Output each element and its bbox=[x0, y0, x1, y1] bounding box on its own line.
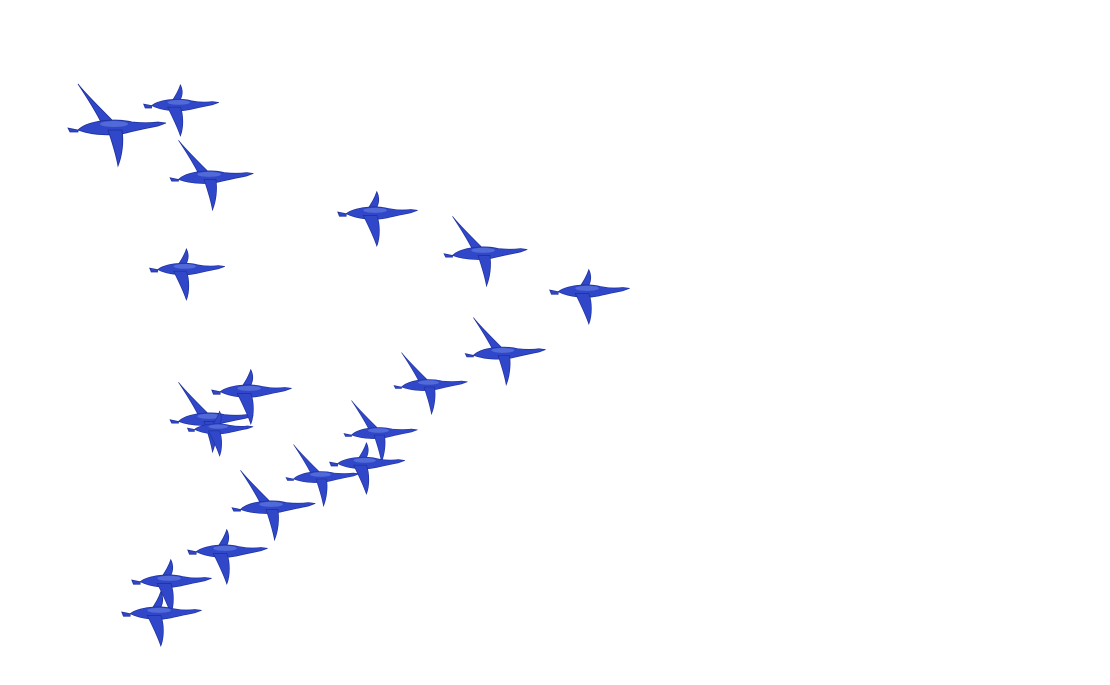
goose bbox=[149, 248, 226, 301]
goose bbox=[337, 191, 419, 247]
goose bbox=[393, 352, 468, 415]
goose bbox=[464, 317, 546, 386]
flock-group bbox=[67, 83, 631, 647]
goose bbox=[121, 591, 203, 647]
goose bbox=[143, 84, 220, 137]
goose bbox=[187, 529, 269, 585]
goose bbox=[187, 410, 254, 457]
goose bbox=[329, 442, 406, 495]
goose bbox=[131, 559, 213, 615]
goose bbox=[231, 469, 316, 541]
goose bbox=[169, 139, 254, 211]
goose bbox=[549, 269, 631, 325]
goose bbox=[443, 215, 528, 287]
goose bbox=[343, 400, 418, 463]
goose bbox=[169, 381, 254, 453]
goose bbox=[285, 444, 360, 507]
goose bbox=[211, 369, 293, 425]
goose bbox=[67, 83, 167, 167]
